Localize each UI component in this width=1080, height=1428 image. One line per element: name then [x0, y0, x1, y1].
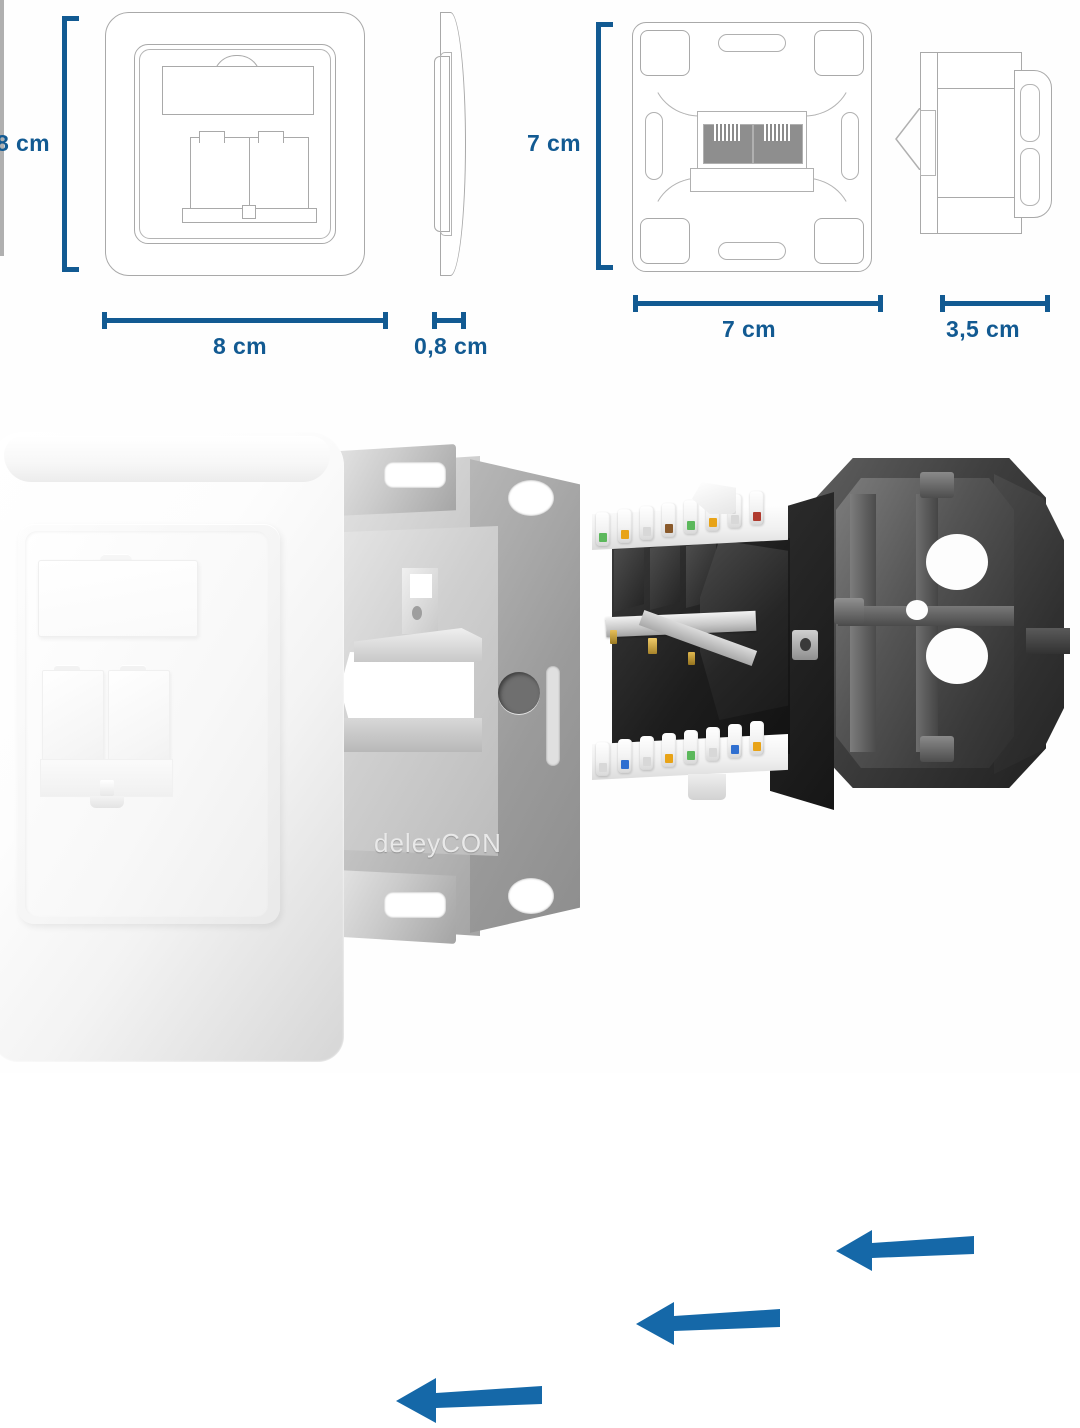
part-wall-plate [0, 432, 344, 1062]
back-box-small-hole [906, 600, 928, 620]
wall-plate-center-clip [100, 780, 114, 796]
drawing-mounting-frame-side-view [0, 0, 1080, 256]
assembly-arrow-left [392, 1372, 542, 1428]
dimension-label-frame-height: 7 cm [527, 130, 582, 156]
frame-corner-br [814, 218, 864, 264]
back-box-cable-entry-top [926, 534, 988, 590]
bracket-latch-window [410, 574, 432, 598]
bracket-keystone-window [342, 652, 474, 724]
dimension-label-frame-depth: 3,5 cm [946, 316, 1021, 342]
faceplate-flap-clip-2 [258, 131, 284, 143]
back-box-screw-boss-top [920, 472, 954, 498]
frame-screw-slot-left [645, 112, 663, 180]
idc-terminal-bottom-3 [640, 736, 654, 770]
dimension-label-faceplate-depth: 0,8 cm [414, 333, 489, 359]
assembly-arrow-middle [632, 1296, 780, 1350]
faceplate-flap-clip-1 [199, 131, 225, 143]
back-box-screw-boss-bottom [920, 736, 954, 762]
wall-plate-label-tab [100, 554, 132, 564]
bracket-slot-right [546, 666, 560, 766]
keystone-bottom-tab [688, 774, 726, 800]
dimension-bar-faceplate-height [62, 16, 79, 272]
idc-terminal-bottom-5 [684, 730, 698, 764]
frame-corner-tl [640, 30, 690, 76]
frame-side-notch [920, 110, 936, 176]
frame-side-faceplate-line [0, 0, 4, 256]
frame-screw-slot-top [718, 34, 786, 52]
technical-drawings-section: 8 cm 7 cm [0, 0, 1080, 380]
dimension-bar-faceplate-depth [432, 312, 466, 329]
dimension-bar-faceplate-width [102, 312, 388, 329]
keystone-rear-screw-hole [800, 638, 811, 651]
back-box-rib-horizontal [838, 606, 1014, 626]
keystone-fin-1 [614, 546, 644, 612]
back-box-screw-boss-left [834, 598, 864, 624]
idc-terminal-bottom-6 [706, 727, 720, 761]
keystone-fin-2 [650, 544, 680, 610]
idc-terminal-top-3 [640, 506, 654, 540]
part-mounting-bracket: deleyCON [330, 440, 620, 956]
idc-terminal-top-1 [596, 512, 610, 546]
bracket-hole-top-right [508, 480, 554, 516]
dimension-bar-frame-height [596, 22, 613, 270]
frame-corner-bl [640, 218, 690, 264]
keystone-gold-contact-2 [648, 638, 657, 654]
rj45-pin-group-1 [714, 124, 740, 141]
bracket-window-lower-shelf [342, 718, 482, 752]
idc-terminal-top-5 [684, 500, 698, 534]
part-keystone-module [592, 482, 842, 822]
idc-terminal-bottom-8 [750, 721, 764, 755]
dimension-label-faceplate-width: 8 cm [213, 333, 268, 359]
idc-terminal-bottom-7 [728, 724, 742, 758]
dimension-label-frame-width: 7 cm [722, 316, 777, 342]
dimension-bar-frame-depth [940, 295, 1050, 312]
faceplate-recess-inner [139, 49, 331, 239]
keystone-gold-contact-1 [610, 630, 617, 644]
faceplate-label-window [162, 66, 314, 115]
bracket-round-hole [498, 672, 540, 714]
bracket-latch-pinhole [412, 606, 422, 620]
dimension-bar-frame-width [633, 295, 883, 312]
frame-screw-slot-bottom [718, 242, 786, 260]
idc-terminal-bottom-2 [618, 739, 632, 773]
assembly-arrow-right [832, 1224, 974, 1276]
exploded-assembly-section: deleyCON [0, 400, 1080, 1423]
back-box-cable-entry-bottom [926, 628, 988, 684]
idc-terminal-top-4 [662, 503, 676, 537]
frame-screw-slot-right [841, 112, 859, 180]
frame-corner-tr [814, 30, 864, 76]
part-back-box [798, 448, 1080, 816]
rj45-pin-group-2 [764, 124, 790, 141]
faceplate-port-flap-1 [190, 137, 250, 213]
idc-terminal-top-8 [750, 491, 764, 525]
frame-side-rear-slot-1 [1020, 84, 1040, 142]
bracket-hole-bottom-right [508, 878, 554, 914]
faceplate-port-flap-2 [249, 137, 309, 213]
idc-terminal-top-2 [618, 509, 632, 543]
dimension-label-faceplate-height: 8 cm [0, 130, 51, 156]
frame-side-arrow-mark [895, 108, 921, 170]
brand-logo: deleyCON [374, 828, 502, 858]
bracket-slot-top-left [384, 462, 446, 488]
bracket-slot-bottom-left [384, 892, 446, 918]
back-box-side-notch [1026, 628, 1070, 654]
keystone-gold-contact-3 [688, 652, 695, 665]
idc-terminal-bottom-4 [662, 733, 676, 767]
wall-plate-top-bevel [4, 436, 330, 482]
faceplate-center-clip [242, 205, 256, 219]
wall-plate-bottom-tab [90, 796, 124, 808]
frame-jack-housing-bottom [690, 168, 814, 192]
frame-side-rear-slot-2 [1020, 148, 1040, 206]
idc-terminal-bottom-1 [596, 742, 610, 776]
wall-plate-label-window [38, 560, 198, 637]
faceplate-side-recess-inner [440, 52, 452, 236]
